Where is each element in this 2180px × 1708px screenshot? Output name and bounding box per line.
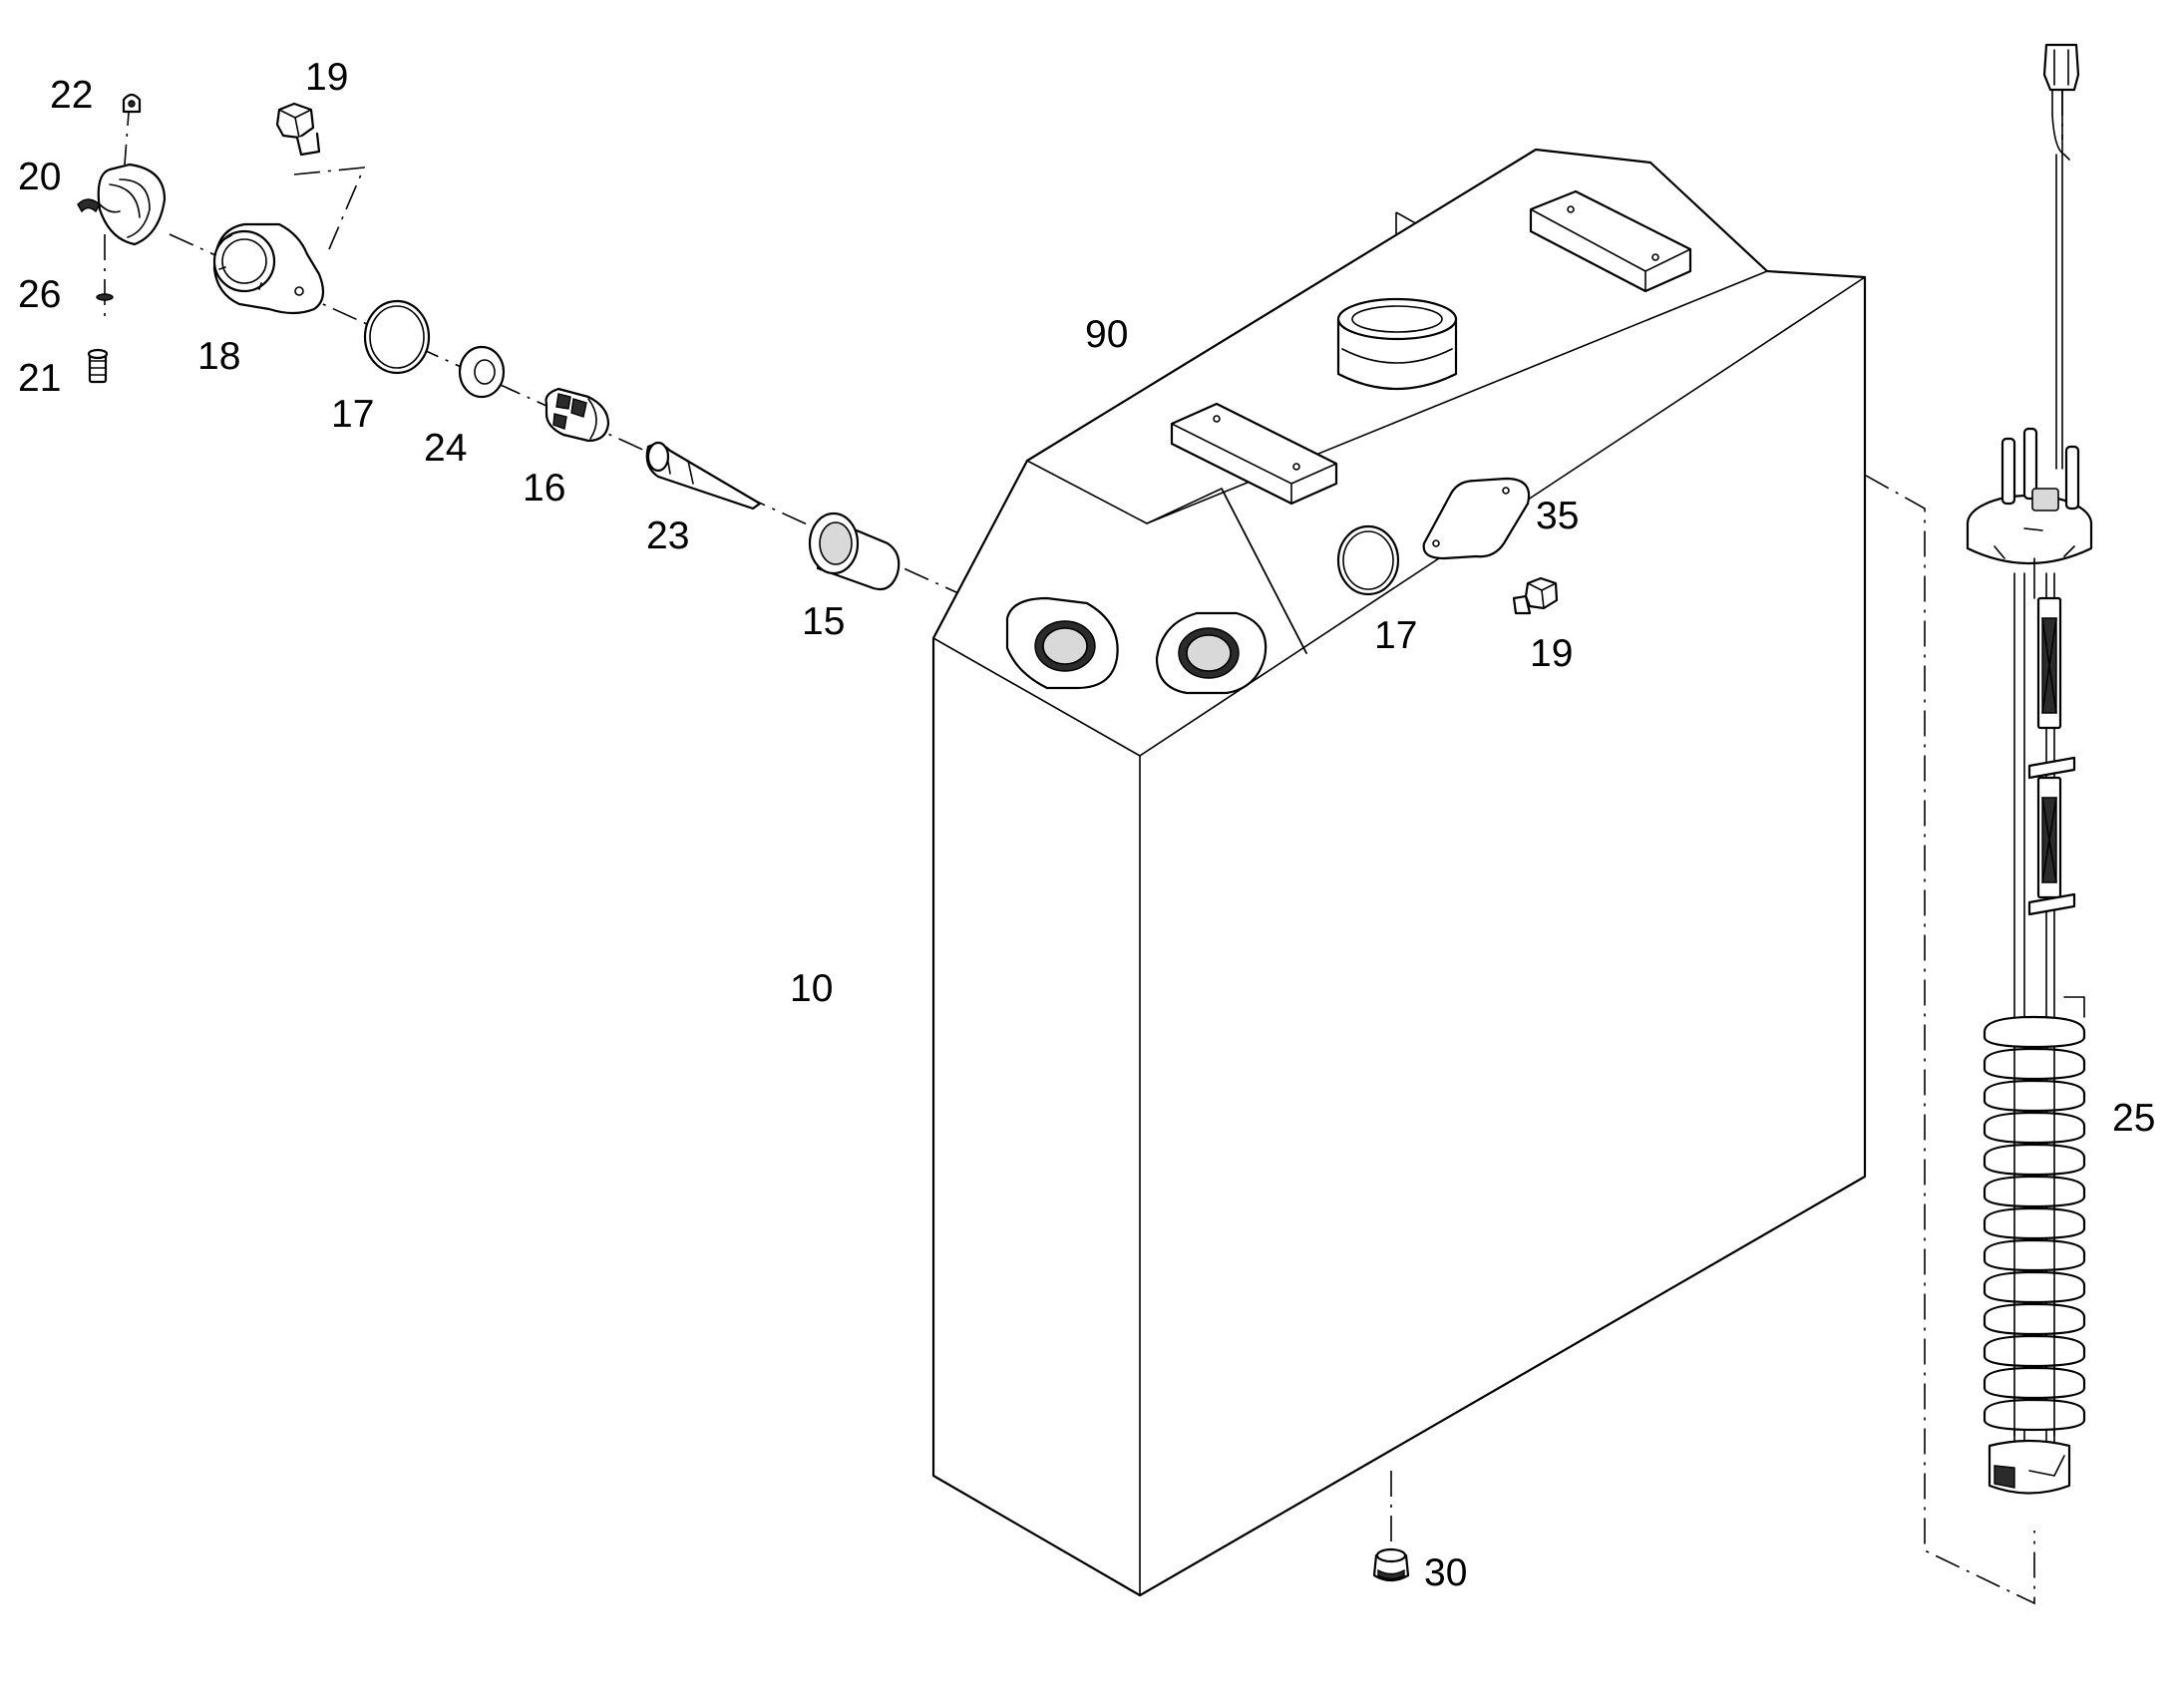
callout-17-left: 17 [331,393,374,436]
callout-90: 90 [1085,313,1128,356]
callout-24: 24 [424,427,467,470]
part-25-sender-unit [1966,43,2093,1495]
part-22-cap-nut [122,93,142,114]
callout-22: 22 [50,74,93,117]
callout-35: 35 [1536,495,1579,537]
part-16-strainer-ring [545,387,610,443]
callout-25: 25 [2112,1097,2155,1140]
callout-30: 30 [1424,1551,1467,1594]
part-30-drain-plug [1372,1547,1410,1582]
part-17-o-ring-left [363,299,431,375]
part-21-screw [87,348,109,384]
part-19-top-plug [275,102,321,157]
callout-26: 26 [18,273,61,316]
callout-17-right: 17 [1374,614,1417,657]
part-19-right-plug [1512,576,1559,615]
callout-23: 23 [646,514,689,557]
part-23-conical-strainer [645,441,762,511]
callout-19-right: 19 [1530,632,1573,675]
part-15-sleeve [808,512,901,591]
fuel-tank [931,148,1867,1597]
part-18-filler-neck [212,222,325,315]
callout-21: 21 [18,357,61,400]
callout-18: 18 [197,335,240,378]
part-20-filler-cap [77,163,167,246]
part-17-o-ring-right [1336,524,1400,596]
callout-16: 16 [523,467,565,510]
callout-labels: 22 20 26 21 19 18 17 24 16 23 15 90 10 1… [18,56,2155,1594]
callout-10: 10 [790,967,833,1010]
part-24-washer [458,345,506,399]
part-26-small-seal [96,293,114,301]
callout-20: 20 [18,156,61,198]
part-35-cover-plate [1422,477,1531,560]
callout-15: 15 [802,600,845,643]
callout-19-top: 19 [305,56,348,99]
